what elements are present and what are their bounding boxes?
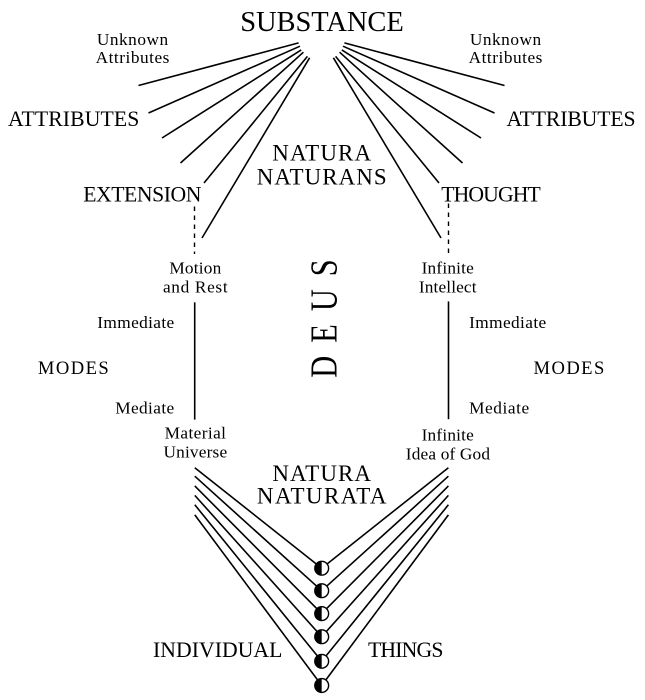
svg-text:Material: Material [165, 424, 226, 443]
svg-text:and Rest: and Rest [163, 277, 228, 296]
svg-text:Immediate: Immediate [97, 313, 174, 332]
svg-text:MODES: MODES [38, 358, 109, 379]
svg-text:EXTENSION: EXTENSION [83, 182, 202, 206]
svg-text:Intellect: Intellect [419, 277, 477, 296]
svg-text:INDIVIDUAL: INDIVIDUAL [153, 638, 282, 662]
svg-text:MODES: MODES [534, 358, 605, 379]
svg-text:Idea of God: Idea of God [406, 445, 491, 464]
svg-text:Attributes: Attributes [469, 48, 543, 67]
svg-text:NATURANS: NATURANS [257, 165, 387, 190]
svg-text:THOUGHT: THOUGHT [441, 182, 541, 206]
svg-text:Infinite: Infinite [422, 426, 475, 445]
svg-text:Motion: Motion [169, 259, 221, 278]
svg-text:NATURA: NATURA [272, 461, 371, 486]
svg-text:NATURATA: NATURATA [257, 484, 387, 509]
svg-text:ATTRIBUTES: ATTRIBUTES [8, 107, 139, 131]
svg-text:Infinite: Infinite [422, 259, 475, 278]
svg-text:Mediate: Mediate [469, 398, 529, 417]
svg-text:Mediate: Mediate [115, 398, 174, 417]
svg-text:ATTRIBUTES: ATTRIBUTES [507, 107, 636, 131]
svg-text:Immediate: Immediate [469, 313, 546, 332]
svg-text:NATURA: NATURA [272, 141, 371, 166]
svg-text:Universe: Universe [163, 442, 227, 461]
svg-text:Attributes: Attributes [96, 48, 170, 67]
svg-text:DEUS: DEUS [303, 259, 345, 377]
svg-text:SUBSTANCE: SUBSTANCE [240, 7, 404, 38]
svg-text:Unknown: Unknown [97, 30, 169, 49]
svg-text:THINGS: THINGS [368, 638, 444, 662]
svg-text:Unknown: Unknown [470, 30, 542, 49]
